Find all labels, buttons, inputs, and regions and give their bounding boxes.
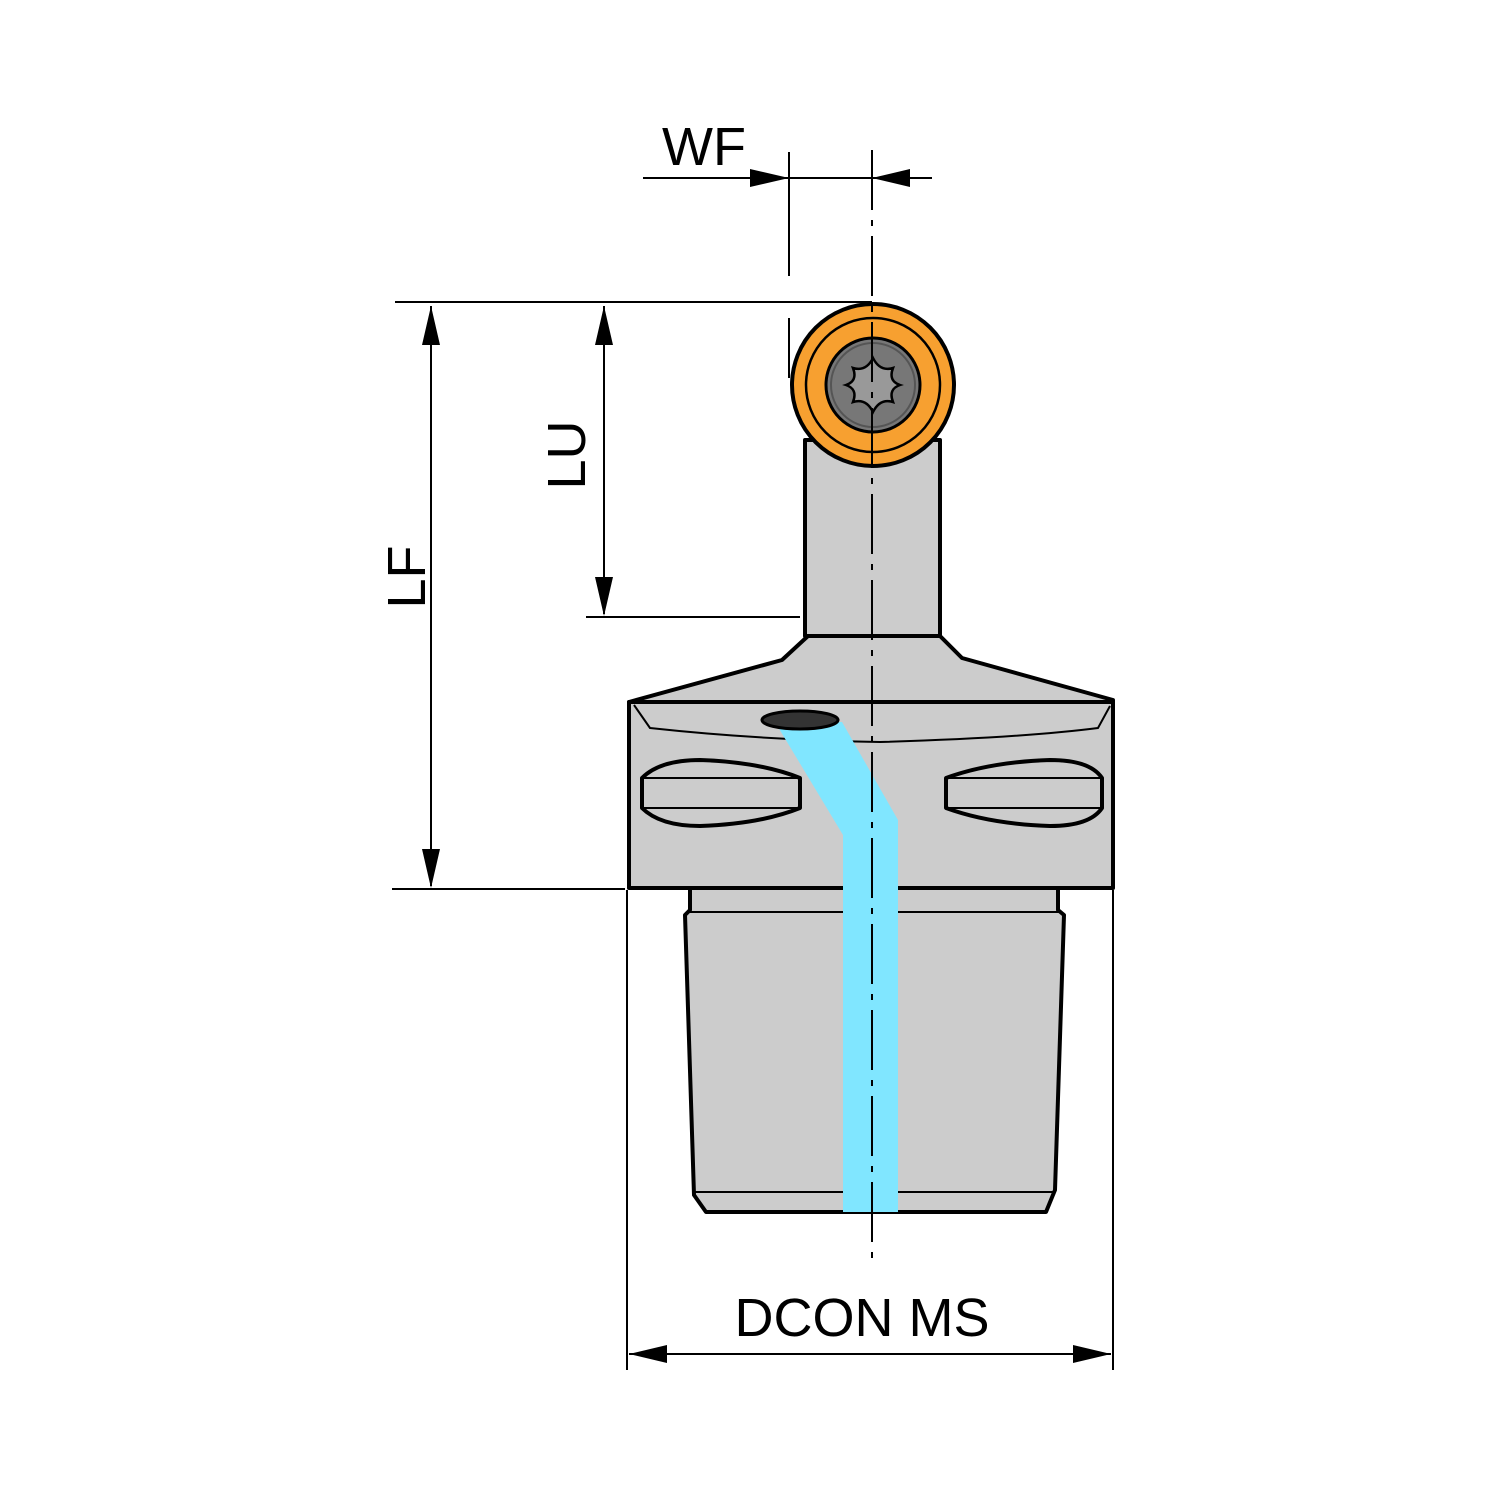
- coolant-outlet: [760, 709, 840, 731]
- clamp-slot-left: [640, 758, 802, 828]
- lf-arrow-top: [422, 306, 440, 345]
- lu-label: LU: [537, 420, 597, 489]
- lu-arrow-bottom: [595, 577, 613, 616]
- coolant-channel: [775, 722, 898, 1212]
- lf-label: LF: [377, 545, 437, 608]
- wf-arrow-left: [750, 169, 789, 187]
- lf-arrow-bottom: [422, 849, 440, 888]
- dcon-arrow-left: [629, 1345, 667, 1363]
- wf-arrow-right: [872, 169, 910, 187]
- lu-arrow-top: [595, 306, 613, 345]
- dcon-arrow-right: [1073, 1345, 1111, 1363]
- clamp-slot-right: [944, 758, 1104, 828]
- wf-label: WF: [662, 117, 746, 177]
- dcon-label: DCON MS: [735, 1288, 990, 1348]
- flange-face-curve: [633, 704, 1111, 744]
